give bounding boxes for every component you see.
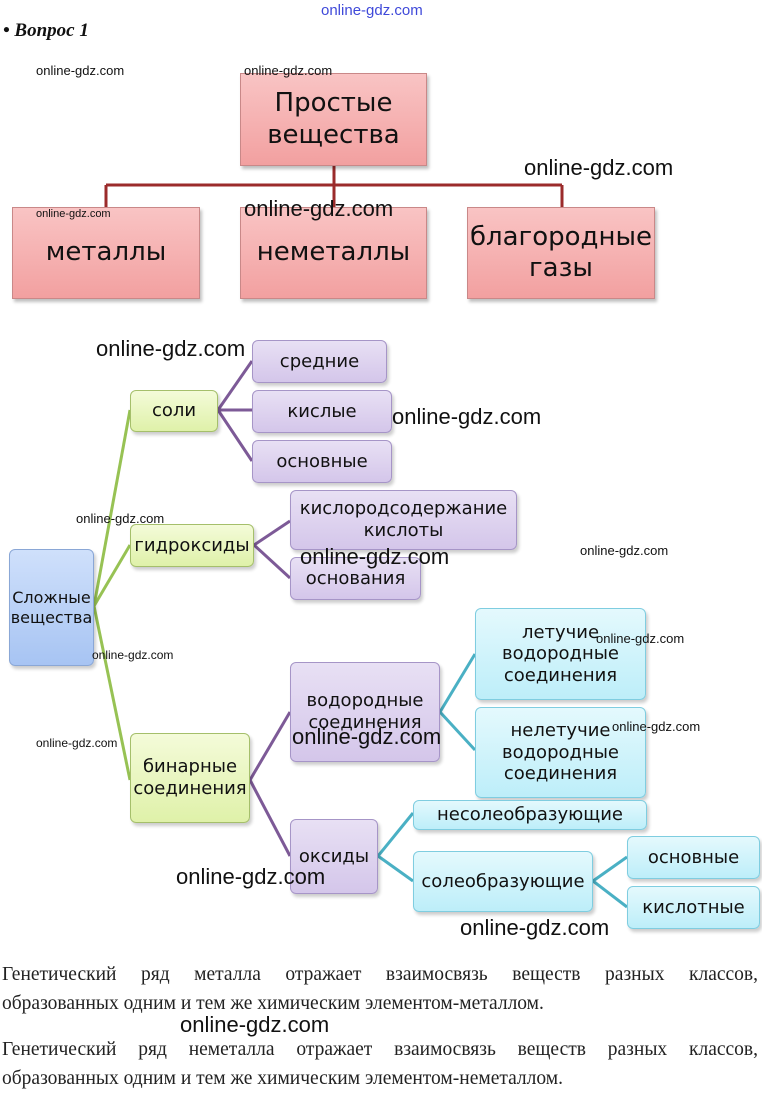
watermark: online-gdz.com — [300, 544, 450, 569]
paragraph-nonmetal-line2: образованных одним и тем же химическим э… — [2, 1068, 563, 1089]
salts-middle-box: средние — [252, 340, 387, 383]
watermark: online-gdz.com — [292, 724, 442, 749]
nonmetals-label: неметаллы — [256, 237, 411, 268]
watermark: online-gdz.com — [580, 543, 669, 558]
watermark: online-gdz.com — [92, 648, 174, 662]
oxides-label: оксиды — [298, 845, 370, 867]
salts-box: соли — [130, 390, 218, 432]
watermark: online-gdz.com — [524, 155, 674, 180]
nonvolatile-hydrogen-box: нелетучие водородные соединения — [475, 707, 646, 798]
salt-forming-label: солеобразующие — [421, 870, 585, 892]
watermark: online-gdz.com — [96, 336, 246, 361]
watermark: online-gdz.com — [36, 63, 125, 78]
hydrogen-compounds-box: водородные соединения — [290, 662, 440, 762]
salts-basic-box: основные — [252, 440, 392, 483]
metals-box: металлы — [12, 207, 200, 299]
non-salt-forming-box: несолеобразующие — [413, 800, 647, 830]
paragraph-metal-line1: Генетический ряд металла отражает взаимо… — [2, 964, 758, 985]
binary-compounds-label: бинарные соединения — [133, 756, 247, 799]
watermark: online-gdz.com — [176, 864, 326, 889]
oxygen-acids-box: кислородсодержание кислоты — [290, 490, 517, 550]
volatile-hydrogen-box: летучие водородные соединения — [475, 608, 646, 700]
watermark-top: online-gdz.com — [321, 2, 423, 19]
hydroxides-box: гидроксиды — [130, 524, 254, 567]
watermark: online-gdz.com — [596, 631, 685, 646]
hydrogen-compounds-label: водородные соединения — [306, 690, 424, 733]
acidic-oxides-label: кислотные — [642, 896, 745, 918]
watermark: online-gdz.com — [392, 404, 542, 429]
salts-label: соли — [151, 400, 197, 422]
complex-tree-green-lines — [92, 409, 132, 781]
paragraph-metal-line2: образованных одним и тем же химическим э… — [2, 993, 544, 1014]
salts-acidic-label: кислые — [287, 400, 357, 422]
basic-oxides-box: основные — [627, 836, 760, 879]
complex-tree-teal-lines — [376, 653, 628, 909]
basic-oxides-label: основные — [647, 846, 740, 868]
nonvolatile-hydrogen-label: нелетучие водородные соединения — [501, 720, 620, 785]
watermark: online-gdz.com — [36, 736, 118, 750]
noble-gases-box: благородные газы — [467, 207, 655, 299]
simple-substances-box: Простые вещества — [240, 73, 427, 166]
salts-middle-label: средние — [279, 350, 360, 372]
paragraph-metal: Генетический ряд металла отражает взаимо… — [2, 960, 758, 1018]
complex-substances-label: Сложные вещества — [10, 588, 93, 627]
non-salt-forming-label: несолеобразующие — [436, 804, 623, 826]
salt-forming-box: солеобразующие — [413, 851, 593, 912]
simple-substances-label: Простые вещества — [267, 88, 400, 150]
acidic-oxides-box: кислотные — [627, 886, 760, 929]
metals-label: металлы — [45, 237, 167, 268]
hydroxides-label: гидроксиды — [134, 534, 250, 556]
watermark: online-gdz.com — [244, 196, 394, 221]
paragraph-nonmetal: Генетический ряд неметалла отражает взаи… — [2, 1035, 758, 1093]
watermark: online-gdz.com — [612, 719, 701, 734]
nonmetals-box: неметаллы — [240, 207, 427, 299]
oxides-box: оксиды — [290, 819, 378, 894]
simple-tree-lines — [104, 166, 564, 207]
bases-label: основания — [305, 567, 406, 589]
bases-box: основания — [290, 557, 421, 600]
volatile-hydrogen-label: летучие водородные соединения — [501, 621, 620, 686]
salts-acidic-box: кислые — [252, 390, 392, 433]
watermark: online-gdz.com — [244, 63, 333, 78]
watermark: online-gdz.com — [36, 208, 111, 220]
complex-tree-violet-lines — [216, 360, 292, 857]
watermark: online-gdz.com — [460, 915, 610, 940]
watermark: online-gdz.com — [76, 511, 165, 526]
oxygen-acids-label: кислородсодержание кислоты — [299, 498, 508, 541]
noble-gases-label: благородные газы — [469, 221, 653, 283]
binary-compounds-box: бинарные соединения — [130, 733, 250, 823]
salts-basic-label: основные — [276, 450, 368, 472]
complex-substances-box: Сложные вещества — [9, 549, 94, 666]
watermark: online-gdz.com — [180, 1012, 330, 1037]
paragraph-nonmetal-line1: Генетический ряд неметалла отражает взаи… — [2, 1039, 758, 1060]
question-title: • Вопрос 1 — [3, 20, 89, 41]
